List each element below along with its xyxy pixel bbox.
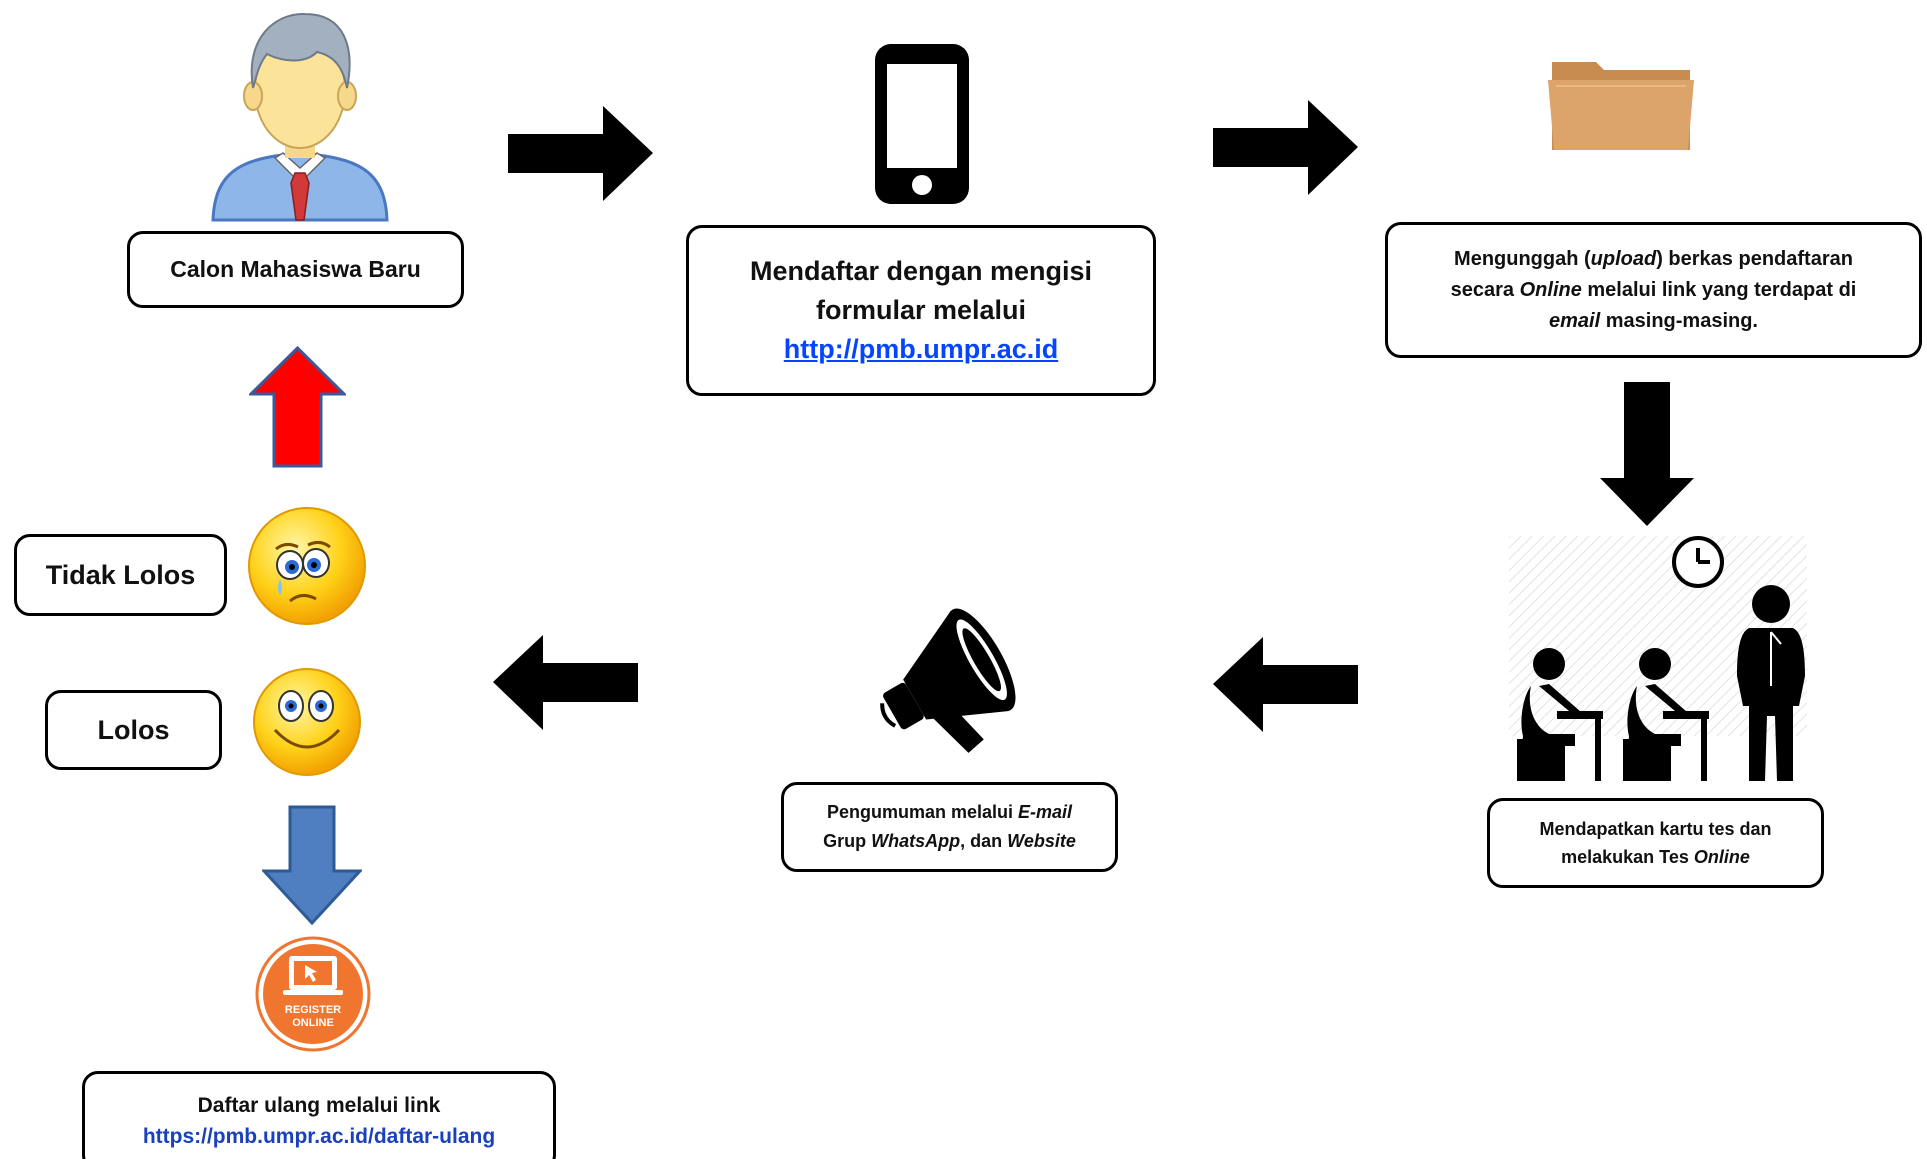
lolos-box: Lolos: [45, 690, 222, 770]
folder-icon: [1548, 62, 1694, 150]
upload-line-3: email masing-masing.: [1549, 309, 1758, 332]
mendaftar-line-2: formular melalui: [815, 295, 1027, 325]
daftar-ulang-box: Daftar ulang melalui link https://pmb.um…: [82, 1071, 556, 1159]
lolos-label: Lolos: [97, 714, 170, 745]
pengumuman-box: Pengumuman melalui E-mail Grup WhatsApp,…: [781, 782, 1118, 872]
tes-line-2: melakukan Tes Online: [1561, 847, 1750, 867]
calon-mahasiswa-label: Calon Mahasiswa Baru: [170, 256, 421, 282]
tidak-lolos-label: Tidak Lolos: [45, 559, 196, 590]
upload-line-2: secara Online melalui link yang terdapat…: [1450, 278, 1857, 301]
mendaftar-box: Mendaftar dengan mengisi formular melalu…: [686, 225, 1156, 396]
daftar-ulang-link[interactable]: https://pmb.umpr.ac.id/daftar-ulang: [142, 1125, 496, 1148]
sad-face-icon: [248, 507, 366, 625]
exam-room-icon: [1509, 536, 1807, 781]
megaphone-icon: [880, 608, 1016, 753]
mendaftar-line-1: Mendaftar dengan mengisi: [749, 256, 1093, 286]
pengumuman-line-1: Pengumuman melalui E-mail: [826, 802, 1073, 822]
person-icon: [211, 12, 389, 222]
svg-text:REGISTER: REGISTER: [285, 1004, 341, 1016]
register-online-icon: REGISTER ONLINE: [255, 936, 371, 1052]
arrow-down-icon: [1600, 382, 1694, 526]
daftar-ulang-line-1: Daftar ulang melalui link: [197, 1094, 441, 1117]
smartphone-icon: [875, 44, 969, 204]
happy-face-icon: [253, 668, 361, 776]
arrow-down-blue-icon: [262, 805, 362, 925]
arrow-left-icon: [1213, 637, 1358, 732]
calon-mahasiswa-box: Calon Mahasiswa Baru: [127, 231, 464, 308]
arrow-right-icon: [1213, 100, 1358, 195]
pmb-link[interactable]: http://pmb.umpr.ac.id: [783, 334, 1059, 364]
arrow-left-icon: [493, 635, 638, 730]
tidak-lolos-box: Tidak Lolos: [14, 534, 227, 616]
upload-line-1: Mengunggah (upload) berkas pendaftaran: [1454, 247, 1853, 270]
pengumuman-line-2: Grup WhatsApp, dan Website: [823, 831, 1076, 851]
svg-text:ONLINE: ONLINE: [292, 1017, 334, 1029]
tes-line-1: Mendapatkan kartu tes dan: [1539, 819, 1772, 839]
tes-online-box: Mendapatkan kartu tes dan melakukan Tes …: [1487, 798, 1824, 888]
clock-icon: [1672, 536, 1724, 588]
arrow-right-icon: [508, 106, 653, 201]
upload-box: Mengunggah (upload) berkas pendaftaran s…: [1385, 222, 1922, 358]
arrow-up-red-icon: [249, 346, 346, 468]
